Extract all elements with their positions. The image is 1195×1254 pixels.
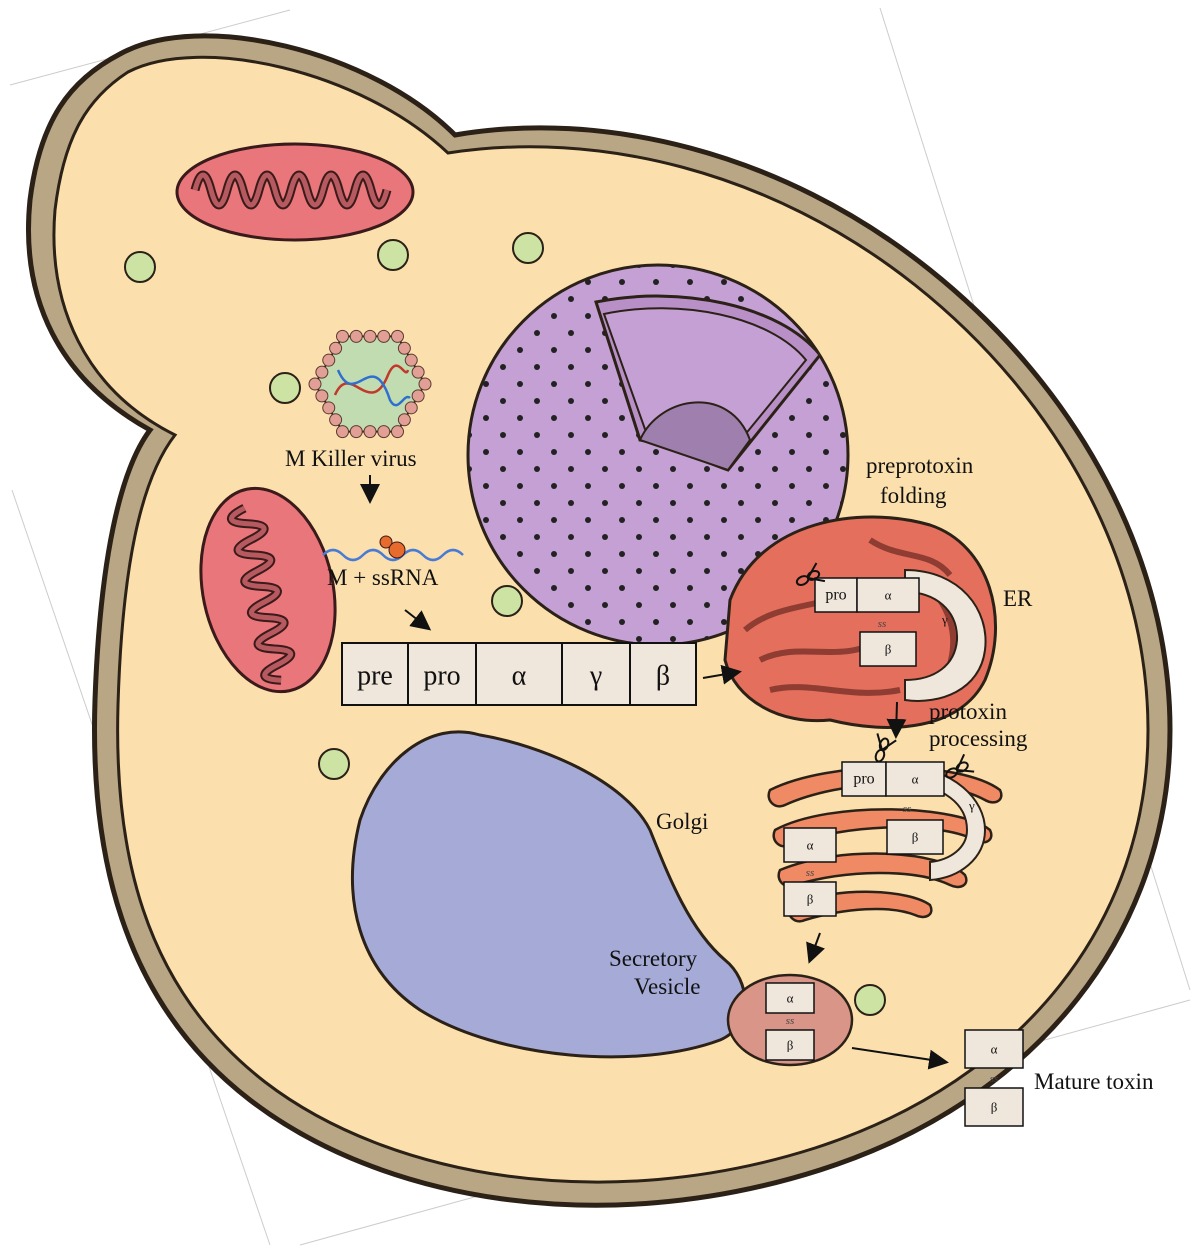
mature-alpha-box-label: α	[991, 1042, 998, 1057]
preprotoxin-segment: β	[630, 643, 696, 705]
label-folding-1: preprotoxin	[866, 453, 974, 478]
preprotoxin-segment-label: pro	[423, 661, 460, 692]
virus-bead	[309, 378, 321, 390]
virus-bead	[337, 330, 349, 342]
preprotoxin-segment-label: γ	[589, 661, 602, 692]
preprotoxin-segment: γ	[562, 643, 630, 705]
virus-bead	[419, 378, 431, 390]
virus-bead	[316, 366, 328, 378]
preprotoxin-segment-label: α	[512, 661, 527, 692]
disulfide-bond-label: ss	[990, 1073, 999, 1085]
virus-bead	[323, 402, 335, 414]
granule	[513, 233, 543, 263]
virus-bead	[316, 390, 328, 402]
mitochondrion-top	[177, 144, 413, 240]
golgi-alpha-box: α	[886, 762, 944, 796]
preprotoxin-segment: pre	[342, 643, 408, 705]
disulfide-bond-label: ss	[786, 1015, 795, 1027]
golgi-pro-box-label: pro	[853, 771, 874, 788]
er-alpha-box: α	[857, 578, 919, 612]
label-vesicle-2: Vesicle	[634, 974, 700, 999]
preprotoxin-segment: pro	[408, 643, 476, 705]
label-folding-2: folding	[880, 483, 947, 508]
preprotoxin-segment-label: β	[656, 661, 670, 692]
preprotoxin-segment-label: pre	[357, 661, 393, 692]
virus-bead	[412, 390, 424, 402]
golgi-dimer-beta-box: β	[784, 882, 836, 916]
virus-bead	[364, 426, 376, 438]
er-pro-box: pro	[815, 578, 857, 612]
er-alpha-box-label: α	[885, 588, 892, 603]
granule	[125, 252, 155, 282]
virus-bead	[350, 426, 362, 438]
label-processing-1: protoxin	[929, 699, 1007, 724]
er-beta-box-label: β	[885, 642, 892, 657]
virus-bead	[405, 354, 417, 366]
endoplasmic-reticulum	[725, 517, 996, 727]
ribosome-large	[389, 542, 405, 558]
virus-bead	[337, 426, 349, 438]
granule	[378, 240, 408, 270]
disulfide-bond-label: ss	[878, 618, 887, 630]
virus-bead	[330, 414, 342, 426]
er-beta-box: β	[860, 632, 916, 666]
golgi-dimer-beta-box-label: β	[807, 892, 814, 907]
virus-bead	[392, 426, 404, 438]
virus-bead	[412, 366, 424, 378]
golgi-alpha-box-label: α	[912, 772, 919, 787]
label-processing-2: processing	[929, 726, 1028, 751]
mature-beta-box: β	[965, 1088, 1023, 1126]
virus-bead	[323, 354, 335, 366]
disulfide-bond-label: ss	[806, 867, 815, 879]
disulfide-bond-label: ss	[903, 803, 912, 815]
golgi-dimer-alpha-box-label: α	[807, 838, 814, 853]
preprotoxin-segment: α	[476, 643, 562, 705]
golgi-gamma-label: γ	[968, 798, 975, 813]
granule	[270, 373, 300, 403]
er-gamma-label: γ	[941, 612, 948, 627]
label-virus: M Killer virus	[285, 446, 417, 471]
label-vesicle-1: Secretory	[609, 946, 698, 971]
vesicle-beta-box: β	[766, 1030, 814, 1060]
virus-bead	[398, 342, 410, 354]
virus-bead	[330, 342, 342, 354]
virus-bead	[392, 330, 404, 342]
golgi-beta-box-label: β	[912, 830, 919, 845]
virus-bead	[364, 330, 376, 342]
golgi-dimer-alpha-box: α	[784, 828, 836, 862]
granule	[855, 985, 885, 1015]
label-golgi: Golgi	[656, 809, 708, 834]
virus-bead	[398, 414, 410, 426]
mature-alpha-box: α	[965, 1030, 1023, 1068]
virus-bead	[405, 402, 417, 414]
label-rna: M + ssRNA	[327, 565, 439, 590]
granule	[492, 586, 522, 616]
virus-bead	[378, 330, 390, 342]
label-er: ER	[1003, 586, 1033, 611]
granule	[319, 749, 349, 779]
virus-bead	[350, 330, 362, 342]
label-mature: Mature toxin	[1034, 1069, 1154, 1094]
vesicle-alpha-box-label: α	[787, 991, 794, 1006]
er-pro-box-label: pro	[825, 587, 846, 604]
golgi-beta-box: β	[887, 820, 943, 854]
vesicle-beta-box-label: β	[787, 1038, 794, 1053]
mature-beta-box-label: β	[991, 1100, 998, 1115]
arrow-er-to-golgi	[896, 702, 897, 735]
vesicle-alpha-box: α	[766, 983, 814, 1013]
golgi-pro-box: pro	[842, 762, 886, 796]
virus-bead	[378, 426, 390, 438]
